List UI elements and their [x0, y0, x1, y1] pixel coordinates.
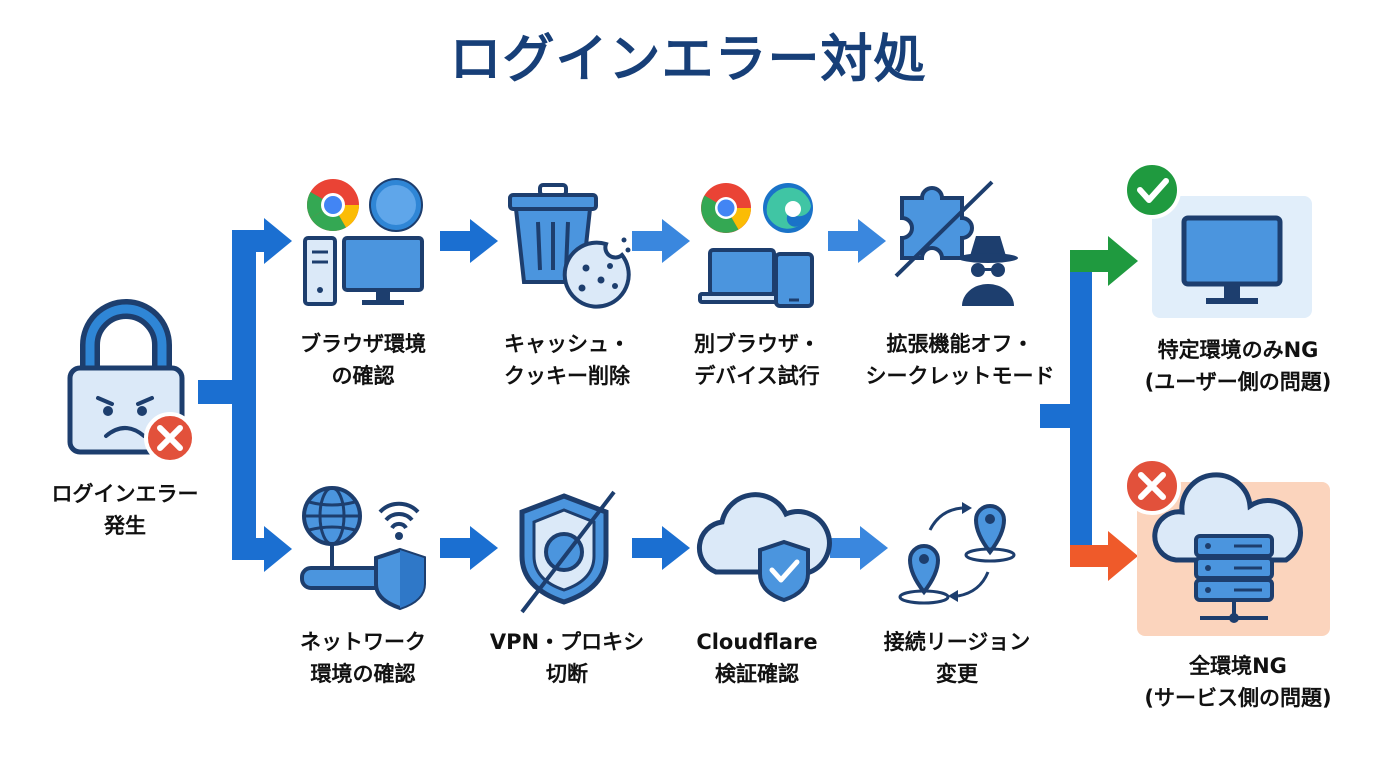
- top-step-3-line2: デバイス試行: [694, 364, 820, 388]
- monitor-icon: [1181, 215, 1283, 304]
- bottom-step-1-label: ネットワーク 環境の確認: [268, 626, 458, 690]
- safari-logo-icon: [369, 178, 423, 232]
- server-cloud-icon: [1152, 472, 1303, 623]
- start-label: ログインエラー 発生: [20, 478, 230, 542]
- browser-desktop-icon: [303, 178, 424, 306]
- page-title: ログインエラー対処: [449, 30, 927, 90]
- cookie-icon: [562, 237, 631, 309]
- shield-check-icon: [758, 539, 810, 603]
- split-connector: [198, 218, 292, 572]
- bottom-step-1-line2: 環境の確認: [310, 662, 416, 686]
- top-step-1-line1: ブラウザ環境: [300, 332, 426, 356]
- outcome-success-line1: 特定環境のみNG: [1157, 338, 1319, 362]
- top-step-4-line2: シークレットモード: [865, 364, 1055, 388]
- bottom-step-2-line2: 切断: [546, 662, 588, 686]
- connectors: [198, 218, 1138, 581]
- outcome-error-line2: (サービス側の問題): [1144, 686, 1332, 710]
- browser-devices-icon: [698, 183, 814, 308]
- step-arrow: [632, 526, 690, 570]
- start-label-line1: ログインエラー: [51, 482, 199, 506]
- outcome-error-line1: 全環境NG: [1189, 654, 1287, 678]
- top-step-3-label: 別ブラウザ・ デバイス試行: [662, 328, 852, 392]
- bottom-step-4-line2: 変更: [936, 662, 978, 686]
- top-step-1-label: ブラウザ環境 の確認: [268, 328, 458, 392]
- outcome-error-card: [1123, 457, 1330, 636]
- step-arrow: [828, 219, 886, 263]
- map-pin-icon: [964, 504, 1016, 563]
- bottom-step-1-line1: ネットワーク: [300, 630, 426, 654]
- top-step-2-line1: キャッシュ・: [504, 332, 630, 356]
- bottom-step-4-label: 接続リージョン 変更: [852, 626, 1062, 690]
- bottom-step-3-label: Cloudflare 検証確認: [662, 626, 852, 690]
- incognito-icon: [958, 236, 1018, 306]
- shield-icon: [374, 547, 426, 611]
- bottom-step-3-line2: 検証確認: [715, 662, 799, 686]
- wifi-icon: [378, 501, 420, 540]
- bottom-step-2-line1: VPN・プロキシ: [489, 630, 645, 654]
- top-step-2-line2: クッキー削除: [504, 364, 630, 388]
- locked-sad-padlock-icon: [67, 299, 196, 464]
- map-pin-icon: [898, 544, 950, 605]
- outcome-success-card: [1123, 161, 1312, 318]
- step-arrow: [632, 219, 690, 263]
- trash-cookie-icon: [508, 183, 631, 309]
- network-icon: [300, 486, 426, 611]
- merge-connector: [1040, 236, 1138, 581]
- outcome-error-label: 全環境NG (サービス側の問題): [1120, 650, 1356, 714]
- shield-off-icon: [519, 490, 616, 614]
- outcome-success-label: 特定環境のみNG (ユーザー側の問題): [1120, 334, 1356, 398]
- step-arrow: [830, 526, 888, 570]
- chrome-logo-icon: [701, 183, 751, 233]
- check-badge-icon: [1123, 161, 1181, 219]
- start-label-line2: 発生: [104, 514, 146, 538]
- extension-incognito-icon: [894, 180, 1018, 306]
- top-step-4-line1: 拡張機能オフ・: [886, 332, 1034, 356]
- cloud-shield-icon: [696, 492, 832, 603]
- edge-logo-icon: [763, 183, 813, 233]
- top-step-1-line2: の確認: [331, 364, 395, 388]
- region-change-icon: [898, 502, 1016, 605]
- error-badge-icon: [144, 412, 196, 464]
- bottom-step-2-label: VPN・プロキシ 切断: [462, 626, 672, 690]
- outcome-success-line2: (ユーザー側の問題): [1144, 370, 1332, 394]
- chrome-logo-icon: [307, 179, 359, 231]
- step-arrow: [440, 219, 498, 263]
- top-step-4-label: 拡張機能オフ・ シークレットモード: [845, 328, 1075, 392]
- top-step-2-label: キャッシュ・ クッキー削除: [472, 328, 662, 392]
- top-step-3-line1: 別ブラウザ・: [694, 332, 820, 356]
- step-arrow: [440, 526, 498, 570]
- bottom-step-3-line1: Cloudflare: [696, 630, 818, 654]
- cross-badge-icon: [1123, 457, 1181, 515]
- globe-icon: [302, 486, 362, 566]
- bottom-step-4-line1: 接続リージョン: [883, 630, 1031, 654]
